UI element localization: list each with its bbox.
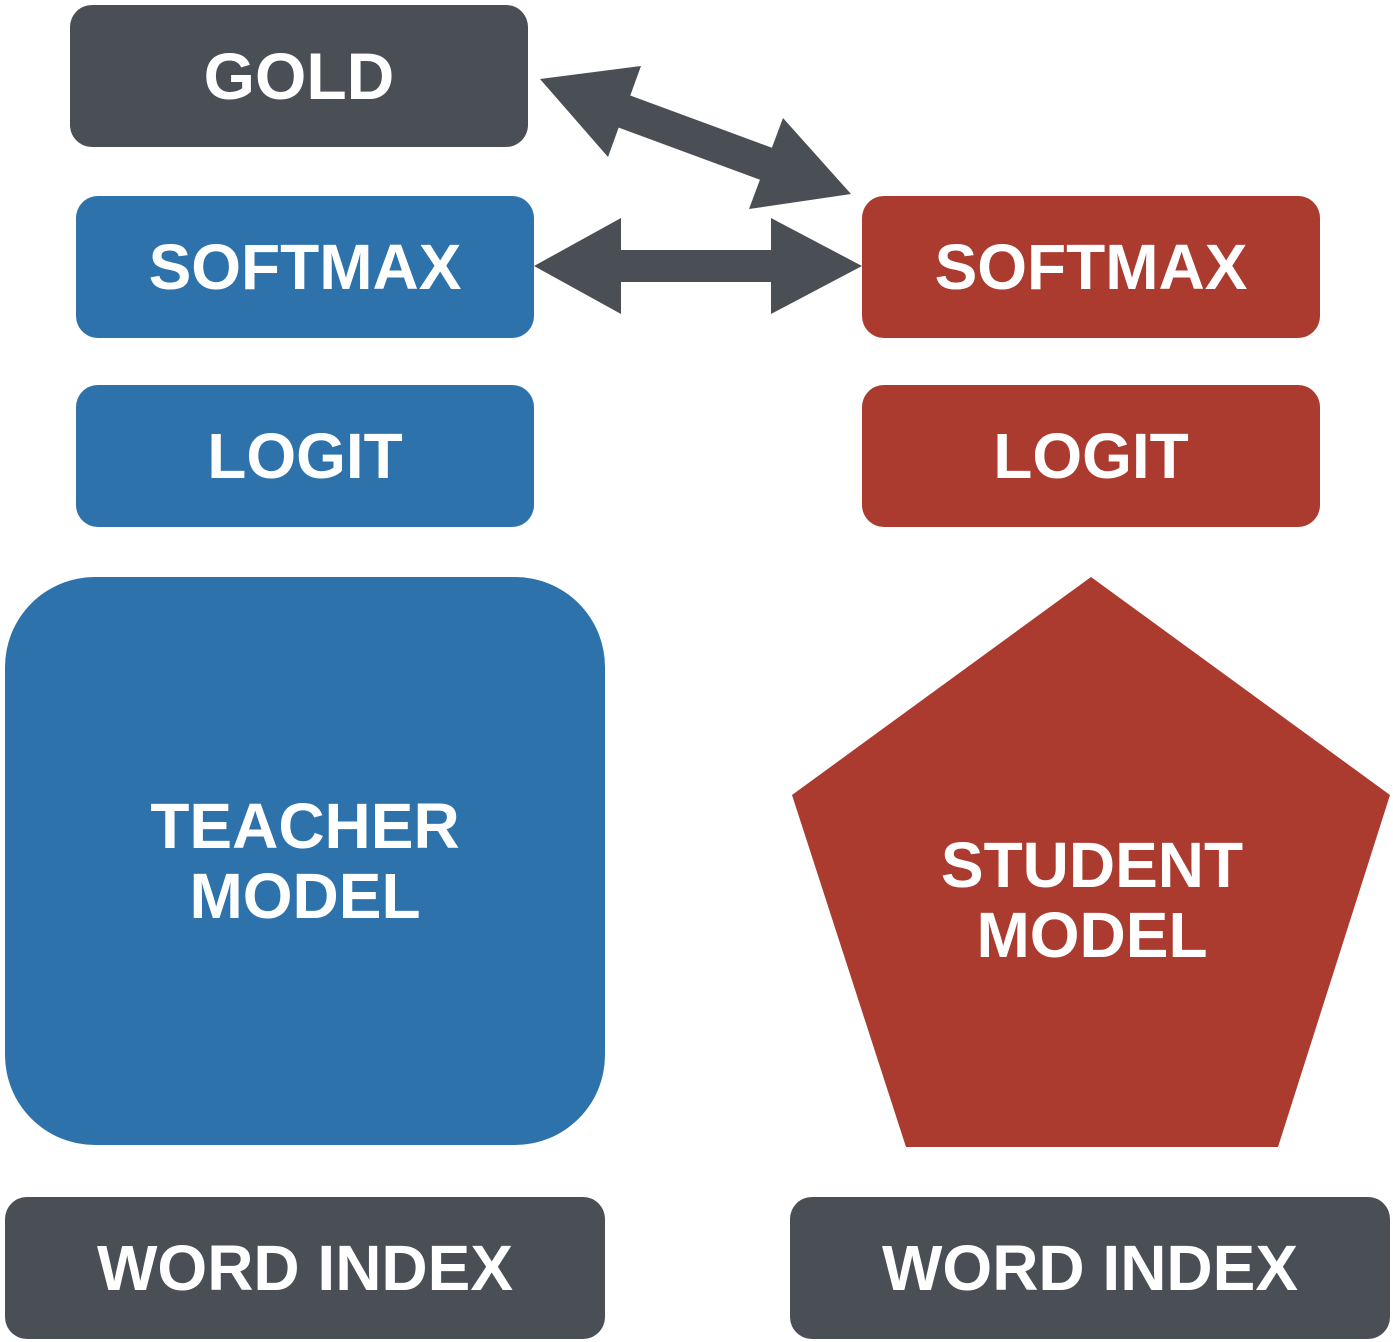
gold-box: GOLD [70,5,528,147]
student-softmax-label: SOFTMAX [934,230,1248,303]
teacher-word-index-label: WORD INDEX [97,1231,513,1304]
teacher-softmax-label: SOFTMAX [148,230,462,303]
teacher-model-line1: TEACHER [150,789,460,862]
gold-student-double-arrow [540,66,850,209]
student-model-line2: MODEL [976,899,1208,971]
student-word-index-box: WORD INDEX [790,1197,1390,1339]
teacher-word-index-box: WORD INDEX [5,1197,605,1339]
student-softmax-box: SOFTMAX [862,196,1320,338]
teacher-logit-box: LOGIT [76,385,534,527]
gold-student-arrow-shaft [617,95,778,182]
teacher-model-box: TEACHER MODEL [5,577,605,1145]
student-logit-label: LOGIT [993,419,1189,492]
student-model-line1: STUDENT [940,828,1244,901]
softmax-double-arrow [534,218,862,314]
teacher-logit-label: LOGIT [207,419,403,492]
gold-arrowhead [540,66,641,157]
student-arrowhead [749,118,851,209]
gold-student-arrow-group [540,66,851,209]
student-logit-box: LOGIT [862,385,1320,527]
teacher-softmax-box: SOFTMAX [76,196,534,338]
student-word-index-label: WORD INDEX [882,1231,1298,1304]
gold-label: GOLD [203,38,395,113]
teacher-model-line2: MODEL [189,860,421,932]
student-model-label: STUDENT MODEL [850,815,1334,985]
